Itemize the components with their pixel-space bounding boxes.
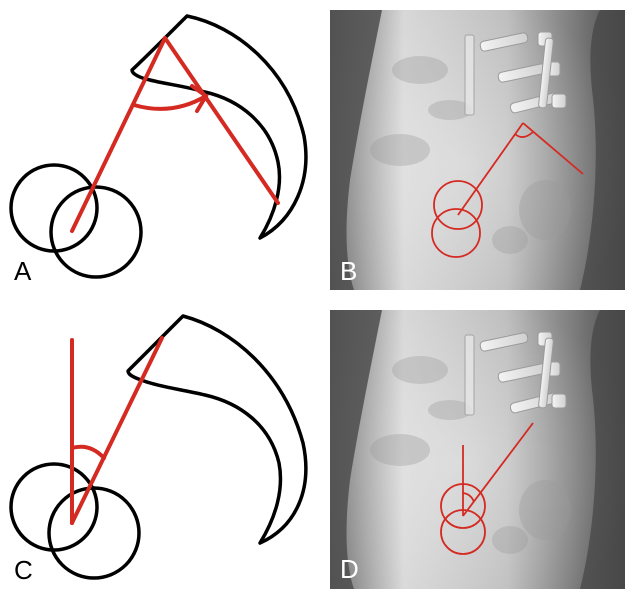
panel-b: B — [330, 10, 625, 290]
panel-c: C — [0, 305, 315, 589]
panel-label-d: D — [340, 556, 359, 582]
panel-a: A — [0, 0, 315, 290]
panel-label-a: A — [14, 258, 31, 284]
panel-d: D — [330, 310, 625, 589]
panel-label-c: C — [14, 557, 33, 583]
angle-annotation — [72, 38, 278, 231]
panel-label-b: B — [340, 258, 357, 284]
